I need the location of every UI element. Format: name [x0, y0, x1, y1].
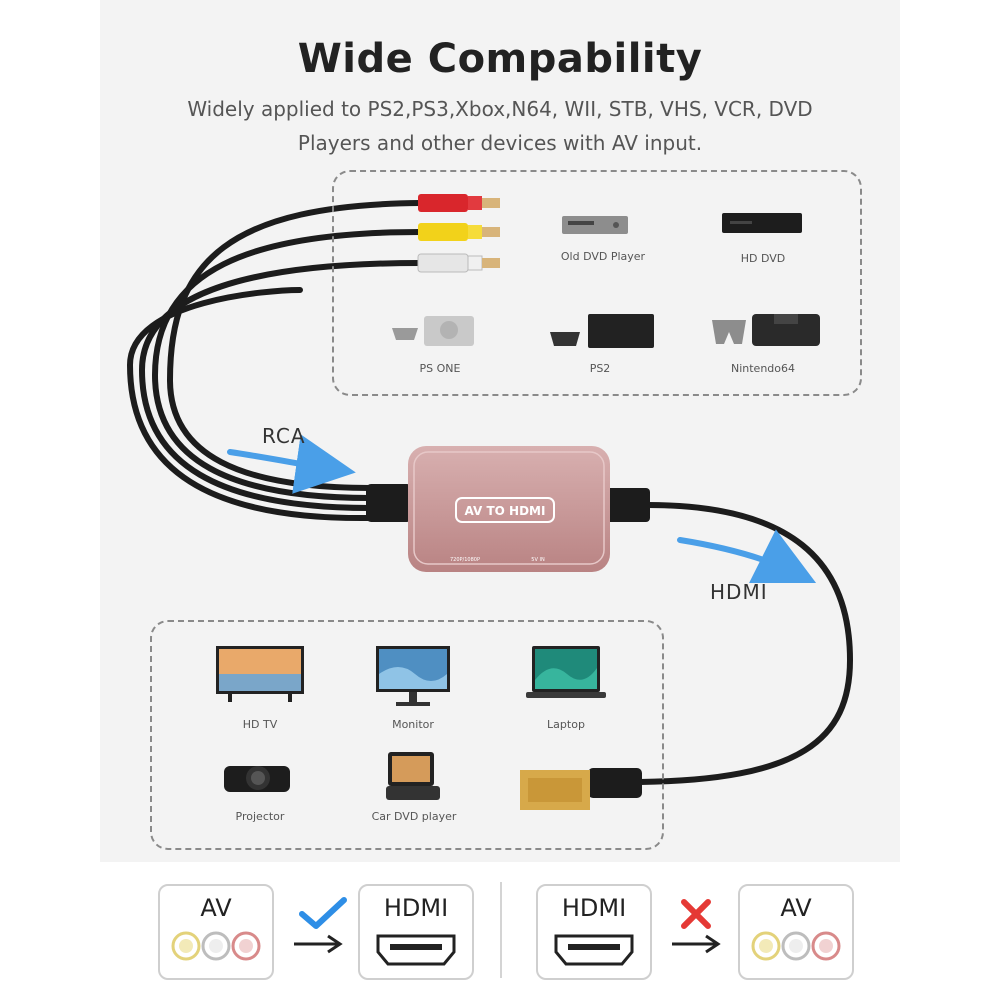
compat-divider	[500, 882, 502, 978]
tv-icon	[216, 646, 304, 702]
compat-av-target-box: AV	[738, 884, 854, 980]
page-title: Wide Compability	[297, 36, 703, 82]
converter-port-left: 720P/1080P	[450, 557, 480, 563]
device-label-n64: Nintendo64	[730, 362, 796, 375]
output-devices-box	[150, 620, 664, 850]
compat-av-target-label: AV	[780, 894, 812, 922]
device-label-hd-dvd: HD DVD	[740, 252, 786, 265]
device-label-car-dvd: Car DVD player	[371, 810, 457, 823]
ps2-console-icon	[550, 314, 654, 348]
compat-av-source-box: AV	[158, 884, 274, 980]
cross-icon	[681, 899, 711, 929]
car-dvd-player-icon	[386, 752, 440, 800]
page-subtitle: Widely applied to PS2,PS3,Xbox,N64, WII,…	[150, 92, 850, 160]
hdmi-plug	[520, 768, 642, 810]
monitor-icon	[376, 646, 450, 706]
compat-hdmi-target-label: HDMI	[383, 894, 449, 922]
n64-console-icon	[712, 314, 820, 346]
subtitle-line-1: Widely applied to PS2,PS3,Xbox,N64, WII,…	[187, 97, 813, 121]
input-devices-box	[332, 170, 862, 396]
projector-icon	[224, 766, 290, 792]
rca-label: RCA	[262, 424, 306, 448]
rca-flow-arrow	[227, 434, 356, 494]
hdmi-label: HDMI	[710, 580, 768, 604]
device-label-ps-one: PS ONE	[419, 362, 461, 375]
converter-box: AV TO HDMI 720P/1080P 5V IN	[366, 446, 650, 572]
rca-ports-icon	[171, 931, 261, 961]
hd-dvd-icon	[722, 213, 802, 233]
device-label-old-dvd: Old DVD Player	[560, 250, 646, 263]
subtitle-line-2: Players and other devices with AV input.	[297, 131, 703, 155]
rca-yellow-plug	[418, 223, 500, 241]
converter-port-right: 5V IN	[531, 557, 545, 563]
device-label-monitor: Monitor	[392, 718, 434, 731]
ps-one-console-icon	[392, 316, 474, 346]
hdmi-port-icon	[376, 934, 456, 966]
dvd-player-icon	[562, 216, 628, 234]
device-label-hd-tv: HD TV	[242, 718, 278, 731]
compat-hdmi-target-box: HDMI	[358, 884, 474, 980]
device-label-laptop: Laptop	[547, 718, 585, 731]
device-label-projector: Projector	[235, 810, 285, 823]
background-panel	[100, 0, 900, 862]
hdmi-flow-arrow	[677, 529, 817, 584]
compat-av-source-label: AV	[200, 894, 232, 922]
arrow-right-icon	[294, 934, 343, 954]
rca-red-plug	[418, 194, 500, 212]
laptop-icon	[526, 646, 606, 698]
rca-cables	[126, 200, 423, 522]
hdmi-port-icon	[554, 934, 634, 966]
checkmark-icon	[299, 897, 347, 929]
rca-white-plug	[417, 253, 500, 273]
hdmi-cable	[639, 502, 854, 785]
arrow-right-icon	[672, 934, 721, 954]
compat-hdmi-source-box: HDMI	[536, 884, 652, 980]
compat-hdmi-source-label: HDMI	[561, 894, 627, 922]
device-label-ps2: PS2	[589, 362, 611, 375]
converter-label: AV TO HDMI	[465, 504, 546, 518]
rca-ports-icon	[751, 931, 841, 961]
